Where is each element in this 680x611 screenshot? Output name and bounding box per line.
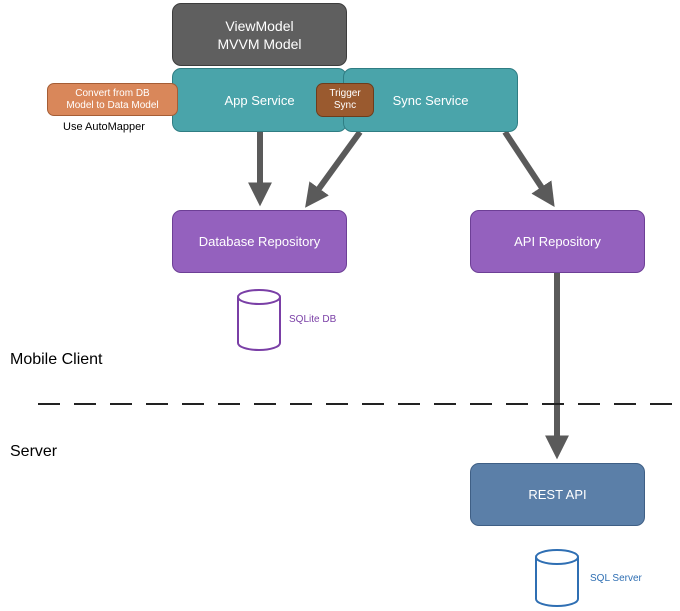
trigger-sync-badge: Trigger Sync xyxy=(316,83,374,117)
server-zone-label: Server xyxy=(10,443,58,460)
convert-badge-line2: Model to Data Model xyxy=(66,99,159,111)
sql-server-label: SQL Server xyxy=(590,573,642,584)
rest-api-label: REST API xyxy=(528,487,587,502)
database-repository-node: Database Repository xyxy=(172,210,347,273)
database-repository-label: Database Repository xyxy=(198,234,321,249)
trigger-badge-line1: Trigger xyxy=(329,88,361,99)
sql-server-db-icon xyxy=(535,549,579,607)
viewmodel-node: ViewModel MVVM Model xyxy=(172,3,347,66)
api-repository-label: API Repository xyxy=(514,234,601,249)
mvvm-model-label: MVVM Model xyxy=(217,35,302,52)
arrow-sync-to-db-repo xyxy=(305,130,363,208)
api-repository-node: API Repository xyxy=(470,210,645,273)
viewmodel-label: ViewModel xyxy=(225,17,294,34)
app-service-label: App Service xyxy=(224,92,295,108)
sync-service-label: Sync Service xyxy=(392,92,469,108)
mobile-client-zone-label: Mobile Client xyxy=(10,351,103,368)
trigger-badge-line2: Sync xyxy=(333,100,357,111)
sqlite-db-label: SQLite DB xyxy=(289,314,337,325)
automapper-note: Use AutoMapper xyxy=(63,121,145,133)
sqlite-db-icon xyxy=(237,289,281,351)
convert-model-badge: Convert from DB Model to Data Model xyxy=(47,83,178,116)
rest-api-node: REST API xyxy=(470,463,645,526)
arrow-sync-to-api-repo xyxy=(502,130,555,208)
convert-badge-line1: Convert from DB xyxy=(75,87,150,99)
